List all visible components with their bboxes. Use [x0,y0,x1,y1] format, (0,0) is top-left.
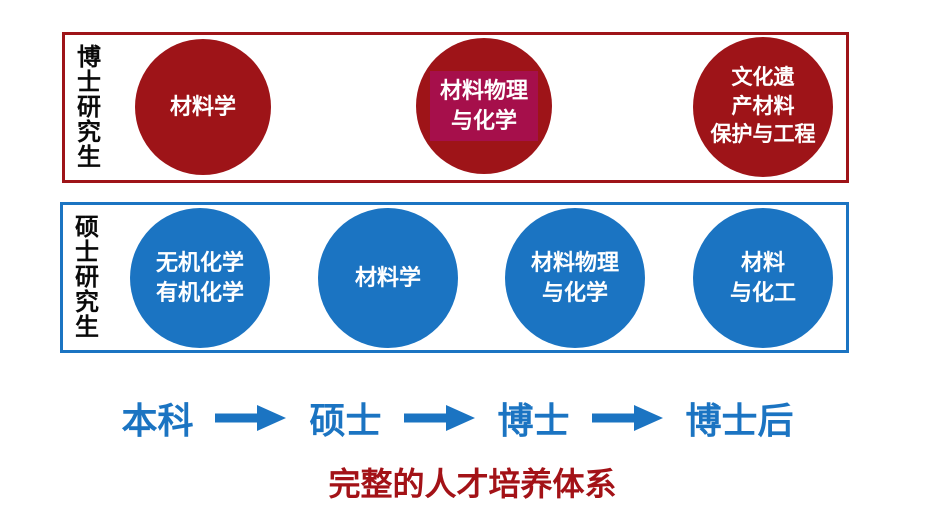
pathway-stage-undergraduate: 本科 [121,400,194,441]
masters-circle-4: 材料 与化工 [693,208,833,348]
doctoral-circle-1: 材料学 [135,39,271,175]
circle-text-line: 无机化学 [155,249,244,275]
doctoral-circle-3: 文化遗 产材料 保护与工程 [693,37,833,177]
circle-text-line: 材料 [740,249,785,275]
circle-text-line: 材料物理 [439,77,528,103]
circle-text-line: 材料学 [354,264,421,290]
circle-text-line: 与化学 [450,108,517,133]
pathway-flow: 本科 硕士 博士 博士后 [0,392,945,444]
circle-text-line: 保护与工程 [710,123,816,147]
pathway-stage-masters: 硕士 [309,400,382,441]
masters-circle-3: 材料物理 与化学 [505,208,645,348]
right-arrow-icon [591,405,663,431]
right-arrow-icon [215,405,287,431]
circle-text-line: 产材料 [731,94,795,118]
masters-box-label: 硕士研究生 [75,214,99,341]
masters-circle-2: 材料学 [318,208,458,348]
masters-circle-3-text: 材料物理 与化学 [531,248,619,309]
masters-circle-1-text: 无机化学 有机化学 [156,248,244,309]
doctoral-circle-2-text-highlight: 材料物理 与化学 [429,70,538,142]
pathway-stage-doctoral: 博士 [497,400,570,441]
right-arrow-icon [403,405,475,431]
doctoral-circle-1-text: 材料学 [170,92,236,122]
circle-text-line: 有机化学 [155,280,244,305]
circle-text-line: 与化学 [541,280,608,305]
doctoral-circle-3-text: 文化遗 产材料 保护与工程 [711,64,816,150]
diagram-caption: 完整的人才培养体系 [328,466,617,502]
circle-text-line: 文化遗 [731,66,795,90]
circle-text-line: 与化工 [729,280,796,305]
circle-text-line: 材料物理 [530,249,619,275]
circle-text-line: 材料学 [169,93,236,119]
doctoral-box-label: 博士研究生 [77,44,101,171]
masters-circle-4-text: 材料 与化工 [730,248,796,309]
masters-circle-2-text: 材料学 [355,263,421,293]
doctoral-circle-2: 材料物理 与化学 [416,38,552,174]
pathway-stage-postdoc: 博士后 [685,400,794,441]
masters-circle-1: 无机化学 有机化学 [130,208,270,348]
